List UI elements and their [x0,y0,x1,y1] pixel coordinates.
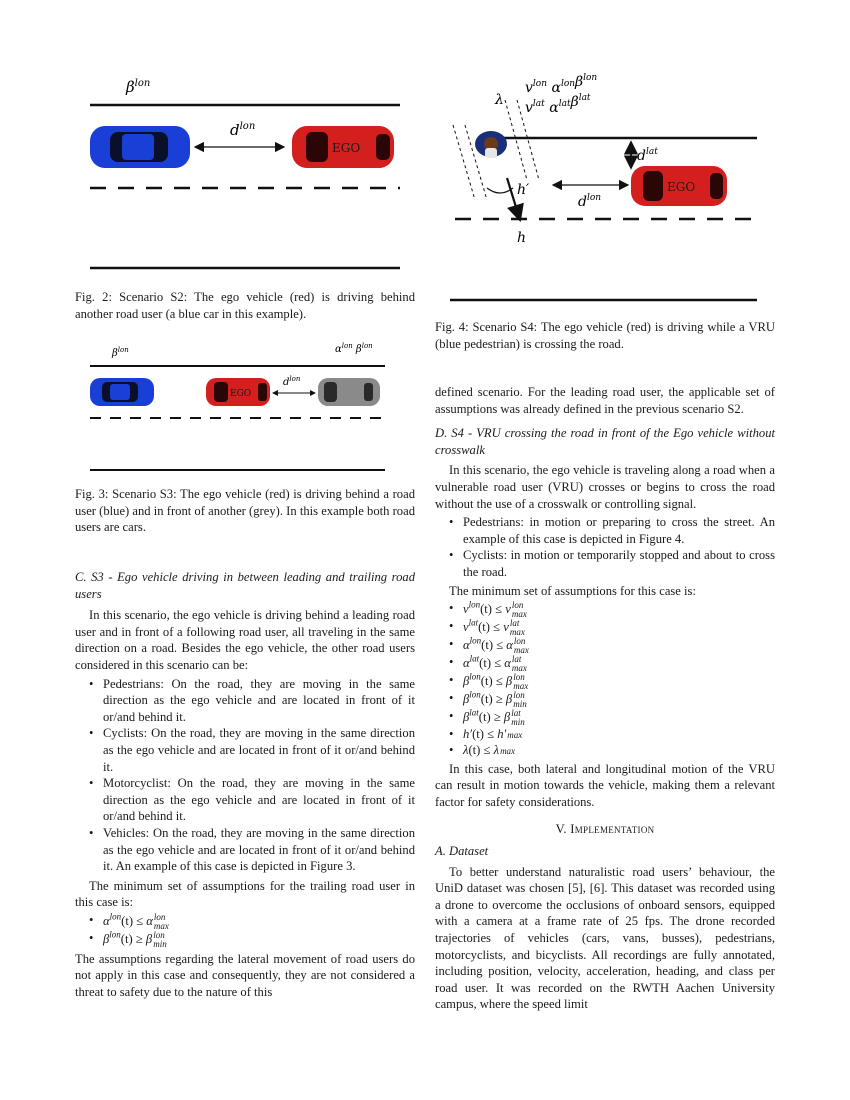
fig3-alpha-beta-label: αlon βlon [335,342,373,355]
fig2-blue-car [90,126,190,168]
right-column: defined scenario. For the leading road u… [435,384,775,1013]
section-d-heading: D. S4 - VRU crossing the road in front o… [435,426,775,457]
figure-2-caption: Fig. 2: Scenario S2: The ego vehicle (re… [75,290,415,321]
figure-3-caption: Fig. 3: Scenario S3: The ego vehicle (re… [75,487,415,534]
fig3-grey-car [318,378,380,406]
list-item: Motorcyclist: On the road, they are movi… [75,775,415,825]
left-column: C. S3 - Ego vehicle driving in between l… [75,569,415,1001]
fig4-lambda-label: λ [494,92,504,108]
section-c-bullets: Pedestrians: On the road, they are movin… [75,676,415,875]
fig4-pedestrian [475,131,507,158]
fig2-ego-car: EGO [292,126,394,168]
fig2-beta-label: βlon [125,78,150,96]
fig4-heading-arrow [505,177,524,223]
fig3-blue-car [90,378,154,406]
list-item: Cyclists: in motion or temporarily stopp… [435,547,775,580]
section-c-para3: The assumptions regarding the lateral mo… [75,951,415,1000]
fig4-corridor-line [516,99,540,181]
list-item: Cyclists: On the road, they are moving i… [75,725,415,775]
fig4-lon-row: vlon αlonβlon [525,73,597,96]
list-item: Vehicles: On the road, they are moving i… [75,825,415,875]
fig4-heading-arc [486,187,514,194]
section-c-para2: The minimum set of assumptions for the t… [75,878,415,910]
section-c-heading: C. S3 - Ego vehicle driving in between l… [75,570,415,601]
fig3-beta-label: βlon [111,346,129,359]
section-d-para3: In this case, both lateral and longitudi… [435,761,775,809]
right-para0: defined scenario. For the leading road u… [435,385,775,416]
section-d-para1: In this scenario, the ego vehicle is tra… [435,463,775,511]
fig4-ego-car: EGO [631,166,727,206]
list-item: Pedestrians: On the road, they are movin… [75,676,415,726]
figure-4-caption: Fig. 4: Scenario S4: The ego vehicle (re… [435,320,775,351]
subsection-a-heading: A. Dataset [435,844,489,859]
fig2-d-label: dlon [230,121,255,139]
fig4-d-lon-label: dlon [578,193,601,210]
fig2-ego-text: EGO [332,141,360,155]
fig4-lat-row: vlat αlatβlat [525,93,591,116]
fig4-corridor-line [452,124,476,201]
section-c-para1: In this scenario, the ego vehicle is dri… [75,608,415,672]
fig4-corridor-line [504,99,528,181]
fig4-d-lat-label: dlat [637,147,658,164]
section-v-heading: V. Implementation [555,821,655,836]
section-d-para2: The minimum set of assumptions for this … [449,583,696,598]
fig4-h-label: h [517,230,526,246]
fig4-corridor-line [464,124,488,201]
list-item: Pedestrians: in motion or preparing to c… [435,514,775,547]
figure-3-diagram: βlon αlon βlon EGO dlon [90,342,385,471]
figure-2-diagram: βlon dlon EGO [90,78,400,270]
figure-4-diagram: λ vlon αlonβlon vlat αlatβlat h′ h dlon … [450,73,757,302]
fig3-ego-car: EGO [206,378,270,406]
math-item: h′(t) ≤ h′max [435,727,775,743]
subsection-a-para: To better understand naturalistic road u… [435,864,775,1012]
fig4-ego-text: EGO [667,180,695,194]
fig4-hprime-label: h′ [517,182,530,198]
fig3-d-label: dlon [283,375,301,388]
fig3-ego-text: EGO [230,389,251,399]
section-d-bullets: Pedestrians: in motion or preparing to c… [435,514,775,580]
